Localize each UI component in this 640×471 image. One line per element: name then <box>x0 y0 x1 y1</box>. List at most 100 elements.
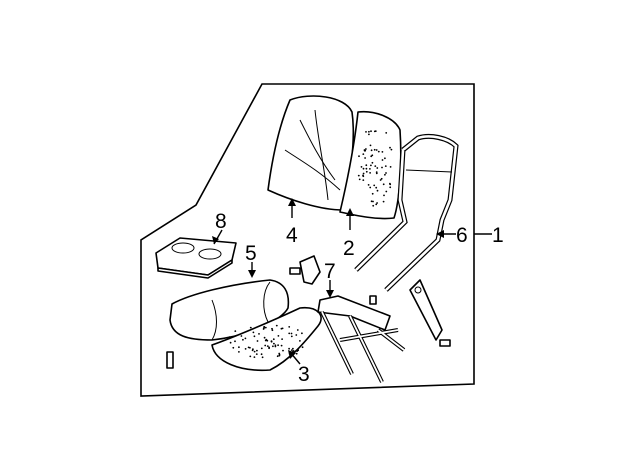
recliner-bracket <box>409 279 451 347</box>
texture-dot <box>369 168 371 170</box>
hardware-bolts <box>166 255 377 369</box>
texture-dot <box>290 335 293 338</box>
texture-dot <box>281 338 283 340</box>
texture-dot <box>370 155 373 158</box>
texture-dot <box>370 200 373 203</box>
texture-dot <box>362 179 365 182</box>
callout-2: 2 <box>343 237 355 260</box>
texture-dot <box>242 338 244 341</box>
texture-dot <box>229 341 232 344</box>
texture-dot <box>288 347 290 350</box>
texture-dot <box>374 165 377 168</box>
texture-dot <box>362 175 365 178</box>
part-3-seat-cushion-pad <box>211 306 322 372</box>
texture-dot <box>384 173 386 176</box>
texture-dot <box>389 166 392 168</box>
texture-dot <box>370 164 372 167</box>
texture-dot <box>381 159 384 161</box>
texture-dot <box>292 347 294 350</box>
texture-dot <box>258 333 260 335</box>
texture-dot <box>381 151 384 153</box>
texture-dot <box>370 130 372 133</box>
texture-dot <box>277 344 279 347</box>
texture-dot <box>234 330 237 332</box>
texture-dot <box>373 130 376 133</box>
texture-dot <box>273 342 275 345</box>
callout-4: 4 <box>286 224 298 247</box>
texture-dot <box>369 172 371 174</box>
diagram-boundary <box>140 83 475 397</box>
texture-dot <box>375 149 378 151</box>
texture-dot <box>295 334 298 336</box>
texture-dot <box>256 340 259 342</box>
texture-dot <box>370 149 373 152</box>
texture-dot <box>360 166 363 168</box>
callout-8: 8 <box>215 210 227 233</box>
part-4-seatback-cover <box>267 95 355 211</box>
texture-dot <box>234 340 236 343</box>
texture-dot <box>381 166 383 169</box>
texture-dot <box>270 340 273 342</box>
texture-dot <box>379 179 382 181</box>
texture-dot <box>253 350 256 353</box>
texture-dot <box>373 148 376 151</box>
texture-dot <box>389 146 391 149</box>
texture-dot <box>376 202 378 204</box>
texture-dot <box>380 177 383 180</box>
texture-dot <box>249 326 252 329</box>
texture-dot <box>357 174 360 177</box>
texture-dot <box>375 171 378 174</box>
texture-dot <box>368 130 370 133</box>
texture-dot <box>288 326 291 328</box>
texture-dot <box>274 345 277 348</box>
texture-dot <box>301 332 303 335</box>
texture-dot <box>385 132 388 134</box>
texture-dot <box>276 355 279 358</box>
texture-dot <box>255 353 258 355</box>
callout-1: 1 <box>492 224 504 247</box>
texture-dot <box>371 192 374 195</box>
callout-5: 5 <box>245 242 257 265</box>
texture-dot <box>301 346 304 349</box>
texture-dot <box>371 161 374 164</box>
texture-dot <box>272 345 274 348</box>
texture-dot <box>299 340 301 342</box>
texture-dot <box>384 157 386 160</box>
callout-7: 7 <box>324 260 336 283</box>
texture-dot <box>375 203 378 206</box>
texture-dot <box>262 328 265 330</box>
texture-dot <box>365 164 368 167</box>
texture-dot <box>375 172 378 175</box>
texture-dot <box>290 332 293 335</box>
texture-dot <box>228 336 231 338</box>
texture-dot <box>263 336 266 339</box>
texture-dot <box>260 353 263 356</box>
part-7-seat-frame <box>317 295 406 383</box>
texture-dot <box>377 150 380 153</box>
texture-dot <box>256 349 258 352</box>
texture-dot <box>268 347 270 350</box>
texture-dot <box>271 327 273 330</box>
part-6-seatback-frame <box>354 133 459 292</box>
texture-dot <box>290 349 293 351</box>
texture-dot <box>389 186 392 189</box>
arrowheads <box>212 198 444 359</box>
texture-dot <box>389 183 392 186</box>
texture-dot <box>249 346 251 349</box>
callout-3: 3 <box>298 363 310 386</box>
texture-dot <box>385 190 388 193</box>
texture-dot <box>365 170 368 173</box>
texture-dot <box>369 144 372 147</box>
texture-dot <box>362 172 365 175</box>
texture-dot <box>261 356 264 359</box>
texture-dot <box>238 351 240 353</box>
texture-dot <box>365 167 368 170</box>
texture-dot <box>358 178 361 181</box>
texture-dot <box>263 325 266 328</box>
texture-dot <box>382 200 385 203</box>
texture-dot <box>265 338 268 341</box>
texture-dot <box>240 335 243 337</box>
texture-dot <box>376 167 379 169</box>
texture-dot <box>280 344 283 347</box>
